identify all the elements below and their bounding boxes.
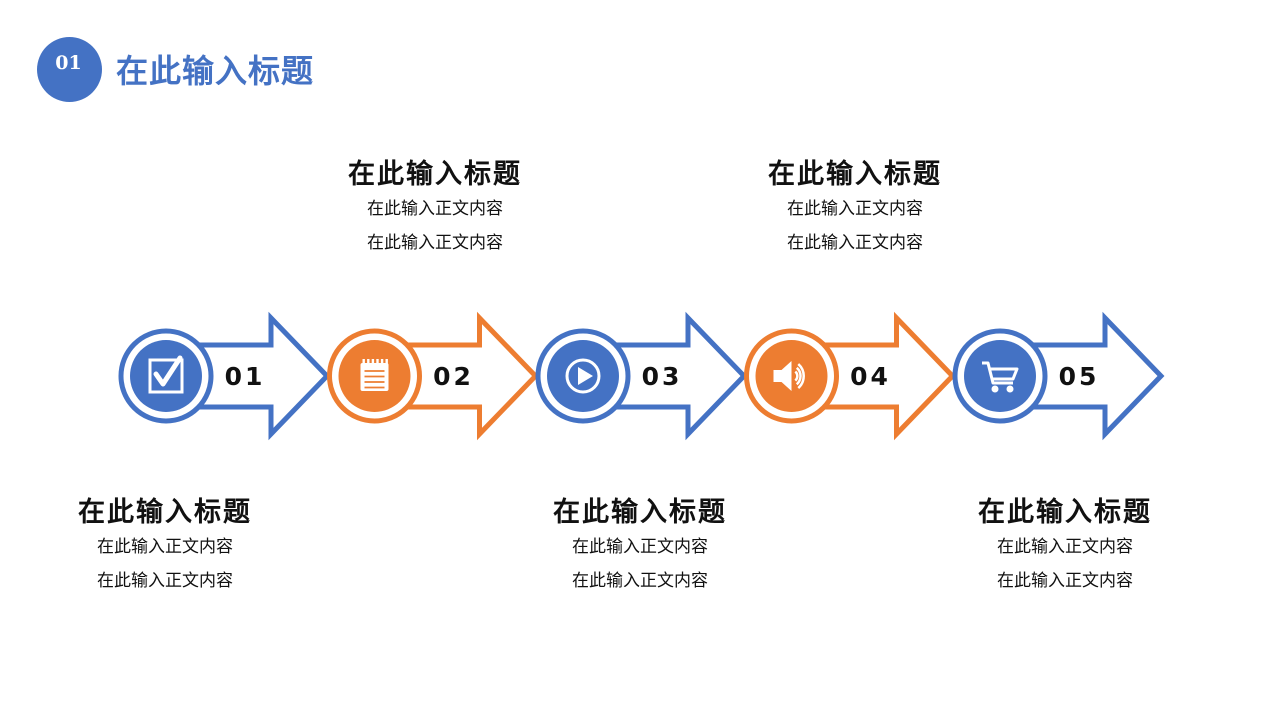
step-body-line: 在此输入正文内容	[97, 537, 233, 557]
section-number-badge: 01	[37, 37, 102, 102]
step-number: 05	[1059, 362, 1100, 391]
step-arrow-3: 03	[535, 311, 748, 441]
step-body-line: 在此输入正文内容	[997, 537, 1133, 557]
step-body-line: 在此输入正文内容	[572, 571, 708, 591]
checkbox-icon	[148, 355, 184, 394]
step-arrow-2: 02	[327, 311, 539, 441]
page-title: 在此输入标题	[116, 52, 315, 90]
step-title: 在此输入标题	[78, 497, 252, 528]
step-body-line: 在此输入正文内容	[787, 233, 923, 253]
step-body-line: 在此输入正文内容	[572, 537, 708, 557]
step-text-1: 在此输入标题 在此输入正文内容 在此输入正文内容	[45, 496, 285, 598]
step-arrow-5: 05	[952, 311, 1165, 441]
step-body-line: 在此输入正文内容	[97, 571, 233, 591]
step-text-4: 在此输入标题 在此输入正文内容 在此输入正文内容	[735, 158, 975, 260]
step-text-2: 在此输入标题 在此输入正文内容 在此输入正文内容	[315, 158, 555, 260]
step-arrow-4: 04	[744, 311, 956, 441]
step-number: 02	[433, 362, 474, 391]
cart-icon	[982, 361, 1019, 393]
step-arrow-1: 01	[118, 311, 331, 441]
step-body-line: 在此输入正文内容	[367, 233, 503, 253]
step-body-line: 在此输入正文内容	[367, 199, 503, 219]
step-title: 在此输入标题	[553, 497, 727, 528]
step-number: 01	[225, 362, 266, 391]
step-title: 在此输入标题	[348, 159, 522, 190]
step-text-3: 在此输入标题 在此输入正文内容 在此输入正文内容	[520, 496, 760, 598]
step-body-line: 在此输入正文内容	[787, 199, 923, 219]
step-text-5: 在此输入标题 在此输入正文内容 在此输入正文内容	[945, 496, 1185, 598]
step-title: 在此输入标题	[768, 159, 942, 190]
step-title: 在此输入标题	[978, 497, 1152, 528]
notepad-icon	[360, 359, 389, 391]
step-icon-circle	[964, 340, 1036, 412]
speaker-icon	[773, 361, 805, 391]
play-icon	[565, 358, 601, 394]
step-number: 03	[642, 362, 683, 391]
step-number: 04	[850, 362, 891, 391]
step-body-line: 在此输入正文内容	[997, 571, 1133, 591]
